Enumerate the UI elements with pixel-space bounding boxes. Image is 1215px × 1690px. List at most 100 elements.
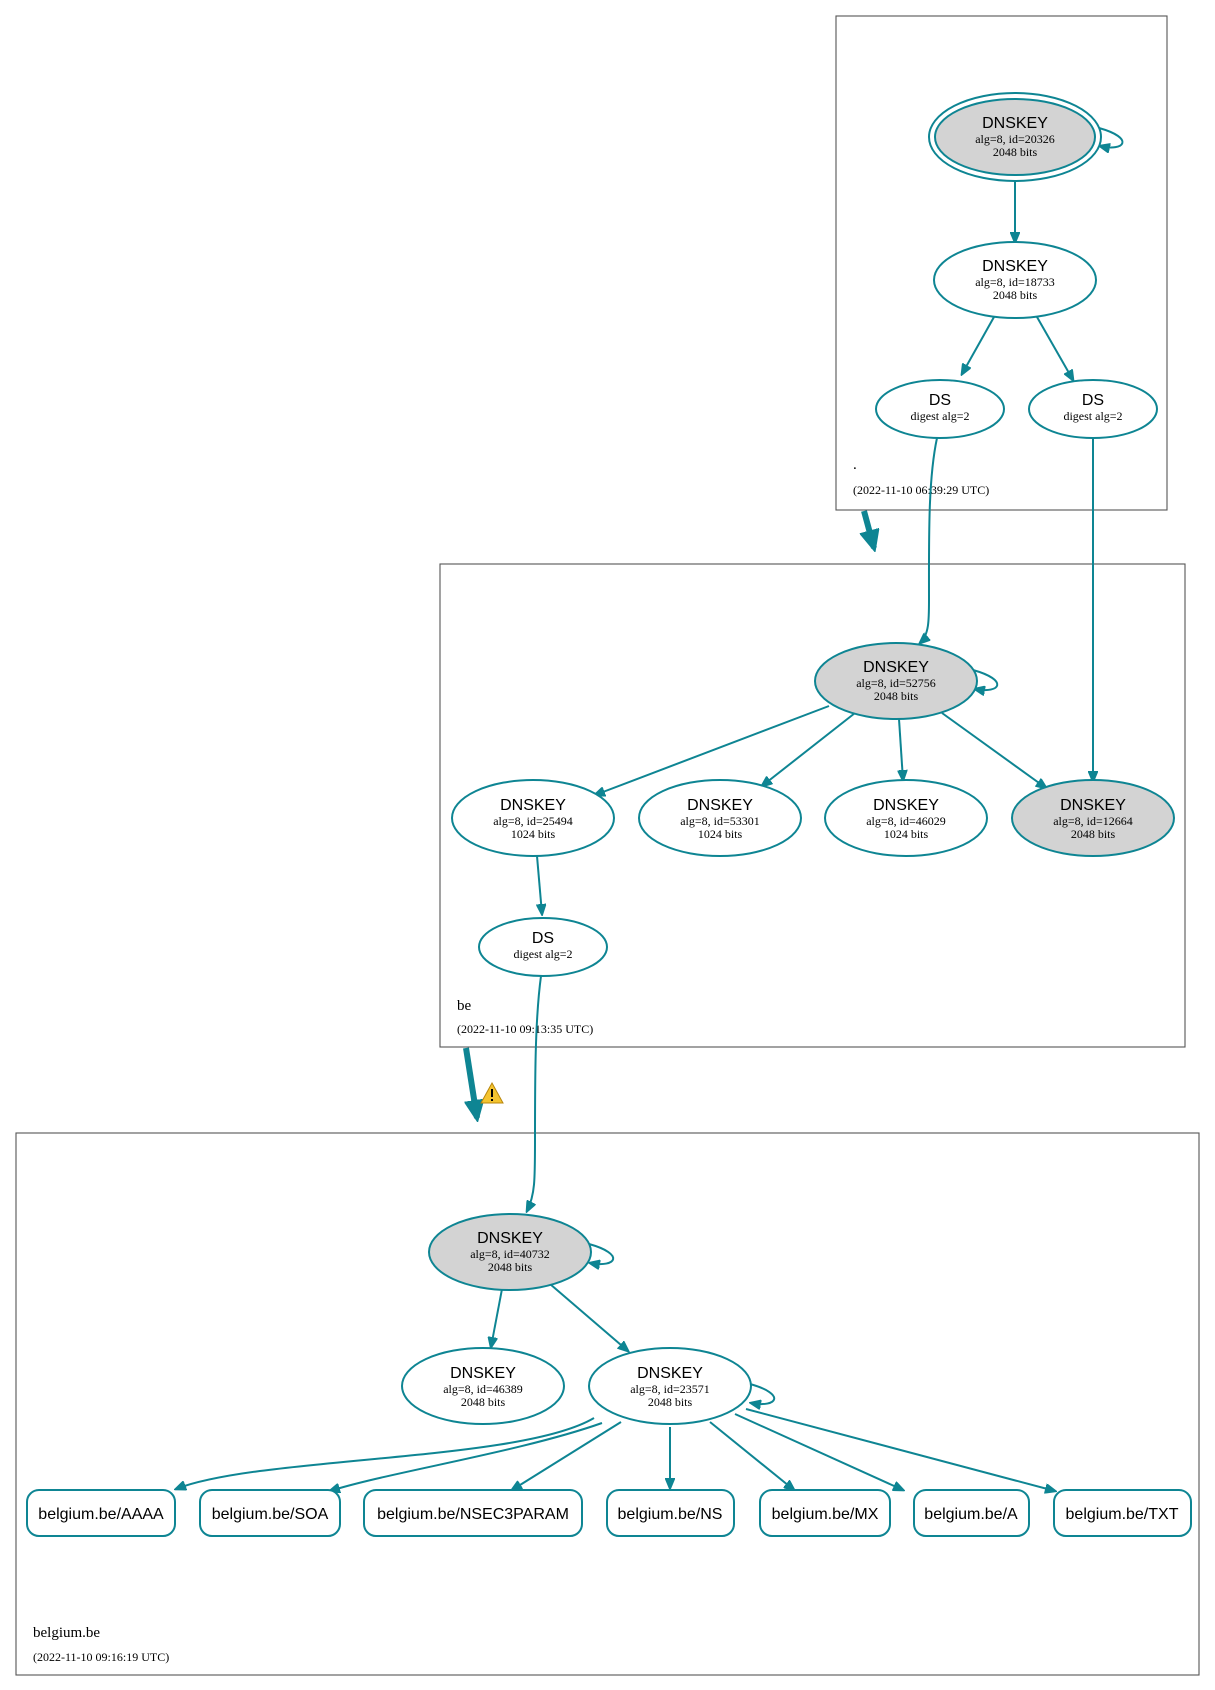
node-type-label: DNSKEY [982,258,1048,275]
zone-belgium-box [15,1132,1200,1676]
node-type-label: DS [929,392,951,409]
edge-root-zsk-ds1 [962,316,995,374]
node-info-label: alg=8, id=23571 [630,1382,710,1396]
node-root-ds2[interactable]: DS digest alg=2 [1028,379,1158,439]
node-bits-label: 1024 bits [698,827,743,841]
edge-delegation-root-be [864,510,874,548]
zone-root-timestamp: (2022-11-10 06:39:29 UTC) [853,483,989,497]
node-bits-label: 1024 bits [884,827,929,841]
rrset-label: belgium.be/MX [772,1506,879,1523]
rrset-label: belgium.be/TXT [1066,1506,1179,1523]
rrset-soa[interactable]: belgium.be/SOA [199,1489,341,1537]
edge-be-ksk-k53301 [762,712,856,786]
node-info-label: digest alg=2 [910,409,969,423]
node-type-label: DNSKEY [1060,797,1126,814]
zone-belgium-timestamp: (2022-11-10 09:16:19 UTC) [33,1650,169,1664]
zone-root: . (2022-11-10 06:39:29 UTC) [835,15,1168,511]
node-be-ksk[interactable]: DNSKEY alg=8, id=52756 2048 bits [814,642,978,720]
node-root-zsk[interactable]: DNSKEY alg=8, id=18733 2048 bits [933,241,1097,319]
edge-bg-k23571-self [750,1383,776,1404]
node-bits-label: 2048 bits [488,1260,533,1274]
edge-bg-ksk-self [589,1243,615,1264]
node-info-label: alg=8, id=46029 [866,814,946,828]
node-type-label: DNSKEY [477,1230,543,1247]
edge-bg-k23571-aaaa [176,1417,595,1489]
node-bits-label: 2048 bits [993,288,1038,302]
node-be-ds[interactable]: DS digest alg=2 [478,917,608,977]
zone-root-box [835,15,1168,511]
node-info-label: alg=8, id=12664 [1053,814,1133,828]
edge-be-ksk-k25494 [595,705,830,795]
node-bg-k46389[interactable]: DNSKEY alg=8, id=46389 2048 bits [401,1347,565,1425]
node-type-label: DNSKEY [873,797,939,814]
edge-root-ds1-be-ksk [920,437,938,643]
rrset-a[interactable]: belgium.be/A [913,1489,1030,1537]
node-type-label: DNSKEY [982,115,1048,132]
node-bits-label: 1024 bits [511,827,556,841]
zone-belgium-name: belgium.be [33,1625,100,1641]
rrset-label: belgium.be/NS [618,1506,723,1523]
edge-be-ds-bg-ksk [527,975,542,1211]
zone-be: be (2022-11-10 09:13:35 UTC) [439,563,1186,1048]
node-info-label: digest alg=2 [513,947,572,961]
node-info-label: alg=8, id=25494 [493,814,573,828]
edge-be-k25494-ds [536,855,542,914]
edge-bg-k23571-a [734,1413,903,1490]
edge-bg-k23571-nsec3param [512,1421,622,1490]
edge-bg-k23571-soa [330,1422,603,1491]
node-root-ds1[interactable]: DS digest alg=2 [875,379,1005,439]
rrset-label: belgium.be/A [924,1506,1018,1523]
node-bits-label: 2048 bits [461,1395,506,1409]
rrset-mx[interactable]: belgium.be/MX [759,1489,891,1537]
node-info-label: alg=8, id=18733 [975,275,1055,289]
node-type-label: DNSKEY [863,659,929,676]
node-bg-k23571[interactable]: DNSKEY alg=8, id=23571 2048 bits [588,1347,752,1425]
rrset-label: belgium.be/SOA [212,1506,329,1523]
rrset-aaaa[interactable]: belgium.be/AAAA [26,1489,176,1537]
rrset-label: belgium.be/NSEC3PARAM [377,1506,569,1523]
zone-root-name: . [853,457,857,473]
node-bits-label: 2048 bits [1071,827,1116,841]
rrset-nsec3param[interactable]: belgium.be/NSEC3PARAM [363,1489,583,1537]
edge-bg-ksk-k23571 [549,1283,628,1351]
edge-delegation-be-belgium [463,1047,477,1118]
node-be-k46029[interactable]: DNSKEY alg=8, id=46029 1024 bits [824,779,988,857]
zone-be-name: be [457,998,472,1014]
node-info-label: alg=8, id=20326 [975,132,1055,146]
node-info-label: alg=8, id=53301 [680,814,760,828]
edge-be-ksk-self [973,669,999,690]
edge-be-ksk-k12664 [941,712,1046,788]
edge-be-ksk-k46029 [899,718,903,780]
warning-triangle-icon[interactable] [480,1081,504,1104]
node-bg-ksk[interactable]: DNSKEY alg=8, id=40732 2048 bits [428,1213,592,1291]
node-bits-label: 2048 bits [648,1395,693,1409]
node-type-label: DNSKEY [637,1365,703,1382]
node-type-label: DS [1082,392,1104,409]
node-bits-label: 2048 bits [993,145,1038,159]
zone-belgium: belgium.be (2022-11-10 09:16:19 UTC) [15,1132,1200,1676]
zone-be-box [439,563,1186,1048]
node-type-label: DS [532,930,554,947]
zone-be-timestamp: (2022-11-10 09:13:35 UTC) [457,1022,593,1036]
edge-bg-ksk-k46389 [491,1288,503,1347]
edge-root-zsk-ds2 [1036,316,1073,380]
node-info-label: alg=8, id=46389 [443,1382,523,1396]
edge-root-ksk-self [1099,127,1124,147]
rrset-ns[interactable]: belgium.be/NS [606,1489,735,1537]
rrset-label: belgium.be/AAAA [38,1506,164,1523]
edge-bg-k23571-mx [709,1421,794,1490]
edges [176,127,1124,1491]
rrset-txt[interactable]: belgium.be/TXT [1053,1489,1192,1537]
node-be-k53301[interactable]: DNSKEY alg=8, id=53301 1024 bits [638,779,802,857]
node-info-label: digest alg=2 [1063,409,1122,423]
node-type-label: DNSKEY [500,797,566,814]
node-root-ksk[interactable]: DNSKEY alg=8, id=20326 2048 bits [928,92,1102,182]
edge-bg-k23571-txt [745,1408,1055,1491]
node-info-label: alg=8, id=52756 [856,676,936,690]
node-type-label: DNSKEY [687,797,753,814]
node-bits-label: 2048 bits [874,689,919,703]
node-be-k25494[interactable]: DNSKEY alg=8, id=25494 1024 bits [451,779,615,857]
node-be-k12664[interactable]: DNSKEY alg=8, id=12664 2048 bits [1011,779,1175,857]
node-type-label: DNSKEY [450,1365,516,1382]
